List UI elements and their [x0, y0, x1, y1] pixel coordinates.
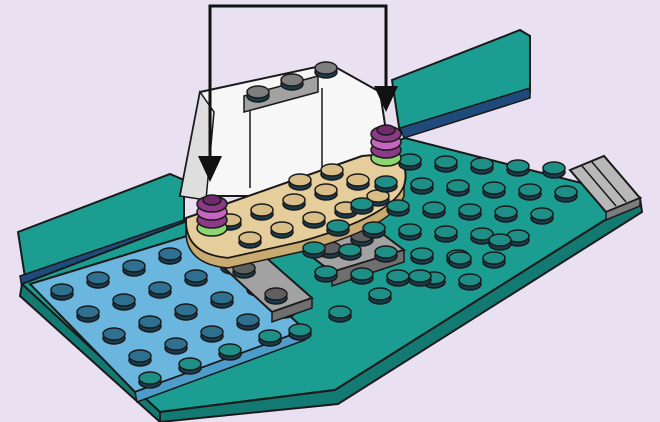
- white-slope-stud: [281, 74, 303, 90]
- teal-stud: [375, 246, 397, 262]
- blue-stud: [185, 270, 207, 286]
- teal-stud: [329, 306, 351, 322]
- teal-stud: [387, 200, 409, 216]
- teal-stud: [339, 244, 361, 260]
- blue-stud: [159, 248, 181, 264]
- blue-stud: [51, 284, 73, 300]
- tan-stud: [271, 222, 293, 238]
- teal-stud: [423, 202, 445, 218]
- tan-stud: [283, 194, 305, 210]
- blue-stud: [237, 314, 259, 330]
- tan-stud: [251, 204, 273, 220]
- tan-stud: [239, 232, 261, 248]
- teal-stud: [399, 154, 421, 170]
- teal-stud: [327, 220, 349, 236]
- tan-stud: [321, 164, 343, 180]
- teal-stud: [543, 162, 565, 178]
- teal-stud: [399, 224, 421, 240]
- blue-stud: [165, 338, 187, 354]
- teal-stud: [435, 226, 457, 242]
- teal-stud: [409, 270, 431, 286]
- tan-stud: [347, 174, 369, 190]
- teal-stud: [387, 270, 409, 286]
- tan-stud: [289, 174, 311, 190]
- teal-stud: [219, 344, 241, 360]
- teal-stud: [369, 288, 391, 304]
- blue-stud: [139, 316, 161, 332]
- blue-stud: [129, 350, 151, 366]
- teal-stud: [363, 222, 385, 238]
- teal-stud: [483, 252, 505, 268]
- blue-stud: [103, 328, 125, 344]
- white-slope-stud: [315, 62, 337, 78]
- teal-stud: [139, 372, 161, 388]
- teal-stud: [435, 156, 457, 172]
- teal-stud: [179, 358, 201, 374]
- blue-stud: [149, 282, 171, 298]
- teal-stud: [351, 268, 373, 284]
- teal-stud: [459, 274, 481, 290]
- blue-stud: [113, 294, 135, 310]
- blue-stud: [201, 326, 223, 342]
- teal-stud: [489, 234, 511, 250]
- teal-stud: [289, 324, 311, 340]
- teal-stud: [471, 158, 493, 174]
- teal-stud: [555, 186, 577, 202]
- teal-stud: [495, 206, 517, 222]
- gray-stud: [265, 288, 287, 304]
- blue-stud: [211, 292, 233, 308]
- blue-stud: [87, 272, 109, 288]
- magenta-stack: [371, 125, 401, 166]
- magenta-stack: [197, 195, 227, 236]
- tan-stud: [303, 212, 325, 228]
- teal-stud: [315, 266, 337, 282]
- teal-stud: [411, 178, 433, 194]
- teal-stud: [375, 176, 397, 192]
- blue-stud: [123, 260, 145, 276]
- teal-stud: [449, 252, 471, 268]
- teal-stud: [303, 242, 325, 258]
- white-slope-stud: [247, 86, 269, 102]
- teal-stud: [447, 180, 469, 196]
- teal-stud: [483, 182, 505, 198]
- teal-stud: [351, 198, 373, 214]
- teal-stud: [531, 208, 553, 224]
- tan-stud: [315, 184, 337, 200]
- blue-stud: [77, 306, 99, 322]
- blue-stud: [175, 304, 197, 320]
- teal-stud: [507, 160, 529, 176]
- teal-stud: [259, 330, 281, 346]
- teal-stud: [459, 204, 481, 220]
- teal-stud: [519, 184, 541, 200]
- teal-stud: [411, 248, 433, 264]
